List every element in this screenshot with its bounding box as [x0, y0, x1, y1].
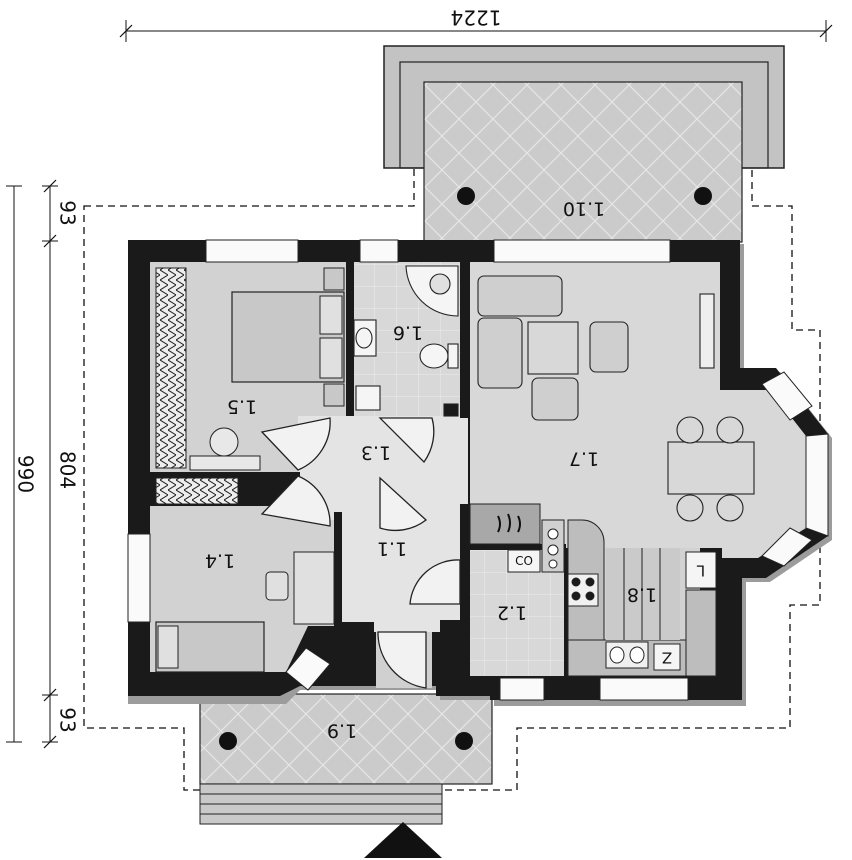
wardrobe-2 — [155, 477, 239, 505]
boiler-label: CO — [515, 554, 533, 568]
single-bed — [155, 621, 265, 673]
dishwasher-label: Z — [662, 649, 672, 667]
terrace-bottom — [199, 693, 493, 858]
windows — [127, 239, 829, 701]
room-labels: 1.10 1.6 1.5 1.3 1.7 1.1 1.4 1.8 1.2 1.9 — [205, 198, 657, 742]
column-bottom-left — [219, 732, 237, 750]
desk-1-4 — [293, 551, 335, 625]
bathroom-fixtures — [353, 265, 459, 417]
dimension-top: 1224 — [119, 6, 833, 42]
double-bed — [231, 267, 345, 407]
column-bottom-right — [455, 732, 473, 750]
room-label-1-9: 1.9 — [327, 720, 357, 742]
room-label-1-10: 1.10 — [563, 198, 605, 220]
dining-set — [667, 416, 755, 522]
stool — [209, 427, 239, 457]
room-label-1-6: 1.6 — [393, 322, 423, 344]
column-top-left — [457, 187, 475, 205]
room-label-1-4: 1.4 — [205, 550, 235, 572]
desk — [189, 455, 261, 471]
dimension-left: 990 93 804 93 — [6, 179, 80, 749]
room-label-1-5: 1.5 — [227, 396, 257, 418]
chair-1-4 — [265, 571, 289, 601]
terrace-top — [383, 45, 785, 243]
entrance-arrow — [364, 822, 442, 858]
boiler: CO — [507, 549, 541, 573]
kitchen-counters — [541, 519, 717, 677]
dimension-offset-bottom: 93 — [56, 707, 80, 732]
fridge-label: L — [696, 562, 705, 580]
dimension-offset-top: 93 — [56, 200, 80, 225]
dimension-total-depth: 990 — [14, 455, 38, 493]
room-label-1-7: 1.7 — [569, 448, 599, 470]
wardrobe — [155, 267, 187, 469]
doors — [260, 417, 461, 689]
dimension-total-width: 1224 — [451, 6, 502, 30]
living-furniture — [477, 275, 715, 421]
column-top-right — [694, 187, 712, 205]
room-label-1-1: 1.1 — [377, 538, 407, 560]
room-label-1-2: 1.2 — [497, 602, 527, 624]
fireplace — [469, 503, 541, 545]
room-label-1-3: 1.3 — [361, 442, 391, 464]
dimension-inner-depth: 804 — [56, 451, 80, 489]
room-label-1-8: 1.8 — [627, 584, 657, 606]
